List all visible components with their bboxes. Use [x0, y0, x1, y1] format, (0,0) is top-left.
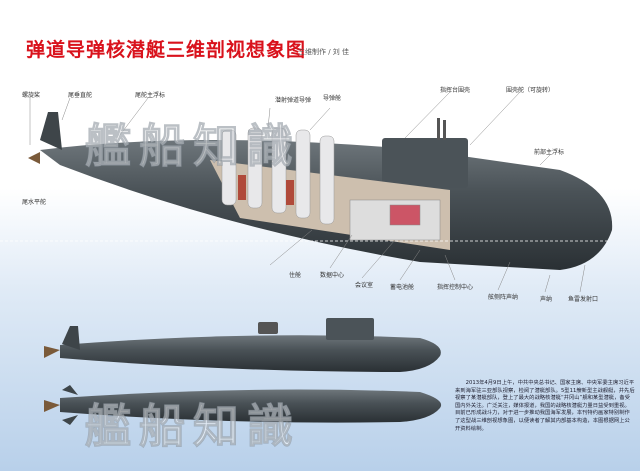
label-command-center: 指挥控制中心 [437, 284, 474, 291]
label-missile-bay: 导弹舱 [323, 95, 342, 102]
side-view-submarine [44, 318, 441, 372]
main-submarine [0, 112, 613, 270]
label-stern-plane: 尾水平舵 [22, 199, 47, 206]
label-aft-buoy: 尾舵主浮标 [135, 92, 166, 99]
label-sail-plane: 围壳舵（可旋转） [506, 87, 555, 94]
description-paragraph: 2013年4月9日上午，中共中央总书记、国家主席、中央军委主席习近平来到海军驻三… [455, 380, 635, 432]
label-sail: 指挥台围壳 [440, 87, 471, 94]
label-fwd-buoy: 前部主浮标 [534, 149, 565, 156]
label-sonar: 声纳 [540, 296, 553, 303]
label-data-center: 数据中心 [320, 272, 345, 279]
label-battery: 蓄电池舱 [390, 284, 415, 291]
label-slbm: 潜射弹道导弹 [275, 97, 312, 104]
label-meeting-room: 会议室 [355, 282, 374, 289]
label-flank-sonar: 舷侧阵声纳 [488, 294, 519, 301]
label-propeller: 螺旋桨 [22, 92, 41, 99]
label-torpedo-tube: 鱼雷发射口 [568, 296, 599, 303]
top-view-submarine [44, 385, 442, 425]
label-rudder: 尾垂直舵 [68, 92, 93, 99]
page-title: 弹道导弹核潜艇三维剖视想象图 [26, 39, 307, 61]
credit: 三维制作 / 刘 佳 [298, 48, 350, 56]
label-quarters: 住舱 [289, 272, 302, 279]
